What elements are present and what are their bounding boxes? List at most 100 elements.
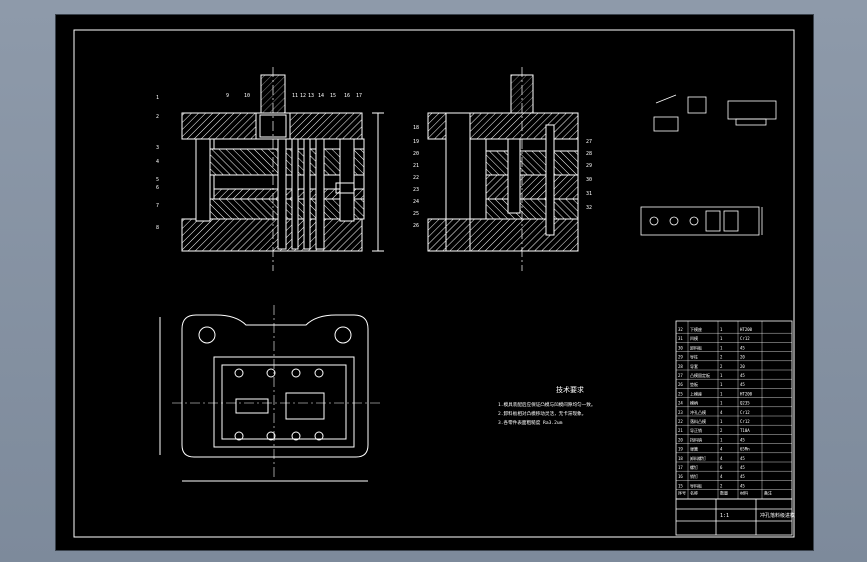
table-cell: 65Mn [740,447,750,452]
leader-label: 17 [356,93,362,99]
table-cell: 18 [678,456,683,461]
table-cell: Q235 [740,401,750,406]
table-cell: 26 [678,382,683,387]
side-section-view[interactable] [427,67,579,271]
table-cell: 落料凸模 [690,418,706,424]
leader-label: 21 [413,163,419,169]
side-leaders-left: 18 19 20 21 22 23 24 25 26 [413,125,419,229]
leader-label: 25 [413,211,419,217]
table-cell: 导柱 [690,354,698,360]
table-cell: 1 [720,327,723,332]
leader-label: 22 [413,175,419,181]
leader-label: 12 [300,93,306,99]
table-cell: 卸料螺钉 [690,455,706,461]
title-block[interactable]: 冲孔落料级进模 1:1 [675,498,795,536]
table-cell: HT200 [740,327,753,332]
table-cell: 弹簧 [690,446,698,452]
table-cell: 垫板 [690,381,698,387]
table-cell: 1 [720,373,723,378]
leader-label: 32 [586,205,592,211]
leader-label: 20 [413,151,419,157]
notes-title: 技术要求 [556,385,584,394]
notes-line: 1.模具装配后应保证凸模与凹模间隙均匀一致。 [498,401,595,408]
leader-label: 4 [156,159,159,165]
table-cell: 25 [678,391,683,396]
table-cell: 20 [740,364,745,369]
table-cell: 23 [678,410,683,415]
table-cell: 2 [720,483,723,488]
table-cell: 导套 [690,363,698,369]
table-cell: 21 [678,428,683,433]
leader-label: 18 [413,125,419,131]
leader-label: 13 [308,93,314,99]
table-cell: 2 [720,355,723,360]
leader-label: 19 [413,139,419,145]
leader-label: 7 [156,203,159,209]
leader-label: 1 [156,95,159,101]
table-cell: 22 [678,419,683,424]
table-cell: 导正销 [690,427,702,433]
leader-label: 6 [156,185,159,191]
table-cell: 1 [720,345,723,350]
table-cell: 凸模固定板 [690,372,710,378]
leader-label: 24 [413,199,419,205]
table-cell: 15 [678,483,683,488]
table-cell: 28 [678,364,683,369]
front-leaders-left: 1 2 3 4 5 6 7 8 [156,95,159,231]
table-cell: 6 [720,465,723,470]
detail-views[interactable] [640,94,777,236]
table-cell: 1 [720,336,723,341]
table-cell: 冲孔凸模 [690,409,706,415]
leader-label: 15 [330,93,336,99]
table-cell: 螺钉 [690,464,698,470]
cad-drawing-canvas[interactable]: 1 2 3 4 5 6 7 8 9 10 11 12 13 14 15 16 1… [56,15,813,550]
leader-label: 14 [318,93,324,99]
table-cell: 45 [740,465,745,470]
table-cell: 30 [678,345,683,350]
leader-label: 16 [344,93,350,99]
table-cell: 29 [678,355,683,360]
leader-label: 5 [156,177,159,183]
bottom-plan-view[interactable] [159,305,382,482]
leader-label: 2 [156,114,159,120]
leader-label: 30 [586,177,592,183]
front-section-view[interactable] [181,67,384,271]
table-cell: 挡料销 [690,436,702,442]
table-header-cell: 备注 [764,490,772,496]
table-cell: Cr12 [740,336,750,341]
leader-label: 11 [292,93,298,99]
drawing-frame [73,29,795,538]
table-cell: 45 [740,373,745,378]
table-cell: 1 [720,437,723,442]
table-cell: 1 [720,419,723,424]
table-cell: 上模座 [690,390,702,396]
table-cell: 模柄 [690,400,698,406]
table-cell: Cr12 [740,410,750,415]
parts-table-header: 序号名称数量材料备注 [678,490,772,496]
table-cell: 1 [720,401,723,406]
table-cell: 19 [678,447,683,452]
table-cell: HT200 [740,391,753,396]
table-cell: 27 [678,373,683,378]
drawing-name: 冲孔落料级进模 [760,512,795,519]
table-cell: 45 [740,456,745,461]
table-cell: 20 [740,355,745,360]
side-leaders-right: 27 28 29 30 31 32 [586,139,592,211]
table-cell: 1 [720,382,723,387]
table-header-cell: 序号 [678,490,686,496]
table-cell: 20 [678,437,683,442]
cad-drawing-viewport[interactable]: 1 2 3 4 5 6 7 8 9 10 11 12 13 14 15 16 1… [55,14,814,551]
table-header-cell: 材料 [740,490,748,496]
table-cell: 45 [740,483,745,488]
table-cell: 32 [678,327,683,332]
leader-label: 26 [413,223,419,229]
leader-label: 28 [586,151,592,157]
table-cell: 4 [720,456,723,461]
leader-label: 29 [586,163,592,169]
drawing-scale: 1:1 [720,513,729,519]
table-cell: 31 [678,336,683,341]
table-cell: 导料板 [690,482,702,488]
table-cell: 销钉 [690,473,698,479]
table-cell: 下模座 [690,326,702,332]
